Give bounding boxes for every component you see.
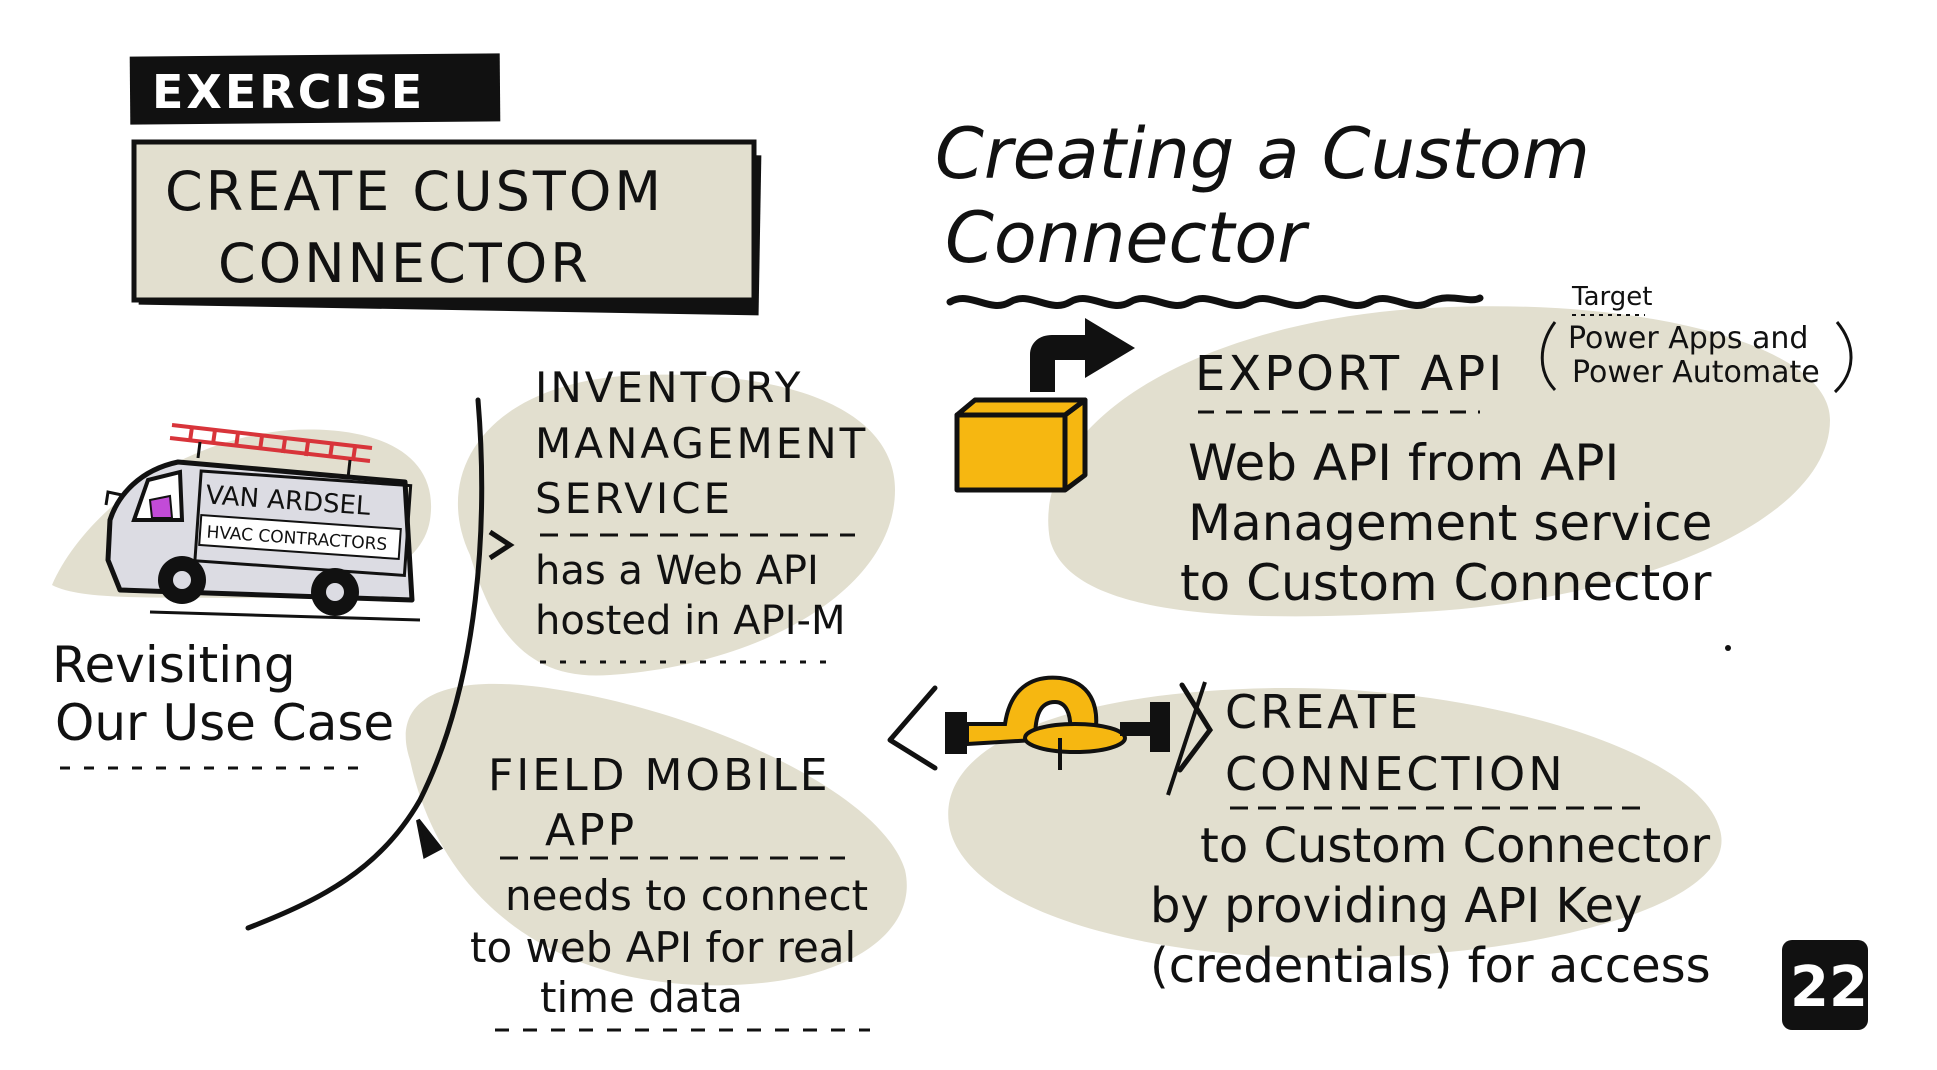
inventory-title-2: MANAGEMENT xyxy=(535,419,868,468)
inventory-section: INVENTORY MANAGEMENT SERVICE has a Web A… xyxy=(535,363,868,664)
inventory-title-1: INVENTORY xyxy=(535,363,803,412)
van-wheels xyxy=(158,556,359,616)
export-box-icon xyxy=(954,397,1088,493)
connection-desc-2: by providing API Key xyxy=(1150,878,1643,934)
inventory-blob xyxy=(457,374,895,676)
use-case-label: Revisiting Our Use Case xyxy=(52,636,394,770)
heading-squiggle xyxy=(946,294,1484,309)
branch-arrow xyxy=(245,397,515,931)
connection-title-1: CREATE xyxy=(1225,685,1421,739)
field-app-desc-2: to web API for real xyxy=(470,923,856,972)
inventory-title-3: SERVICE xyxy=(535,474,733,523)
title-box: CREATE CUSTOM CONNECTOR xyxy=(131,139,762,316)
field-app-title-2: APP xyxy=(545,805,637,856)
use-case-line-2: Our Use Case xyxy=(55,694,394,752)
ladder xyxy=(169,423,373,463)
driver-figure xyxy=(148,494,174,519)
export-arrow-icon xyxy=(1030,318,1135,392)
exercise-tag-text: EXERCISE xyxy=(152,65,425,119)
field-app-blob xyxy=(405,683,907,986)
connector-plug-icon xyxy=(887,675,1214,796)
inventory-desc-1: has a Web API xyxy=(535,548,819,594)
van-illustration: VAN ARDSEL HVAC CONTRACTORS xyxy=(104,423,421,622)
page-number-badge: 22 xyxy=(1782,940,1868,1030)
use-case-line-1: Revisiting xyxy=(52,636,296,694)
connection-blob xyxy=(948,687,1722,959)
export-desc-3: to Custom Connector xyxy=(1180,554,1712,612)
field-app-desc-3: time data xyxy=(540,973,743,1022)
field-app-desc-1: needs to connect xyxy=(505,871,868,920)
right-heading: Creating a Custom Connector xyxy=(935,113,1590,309)
target-line-2: Power Automate xyxy=(1572,355,1820,390)
title-line-1: CREATE CUSTOM xyxy=(165,160,664,223)
page-number: 22 xyxy=(1790,955,1868,1020)
export-api-section: EXPORT API Target Power Apps and Power A… xyxy=(1180,282,1853,612)
connection-desc-3: (credentials) for access xyxy=(1150,938,1711,994)
export-blob xyxy=(1048,306,1830,617)
export-desc-1: Web API from API xyxy=(1188,434,1619,492)
inventory-desc-2: hosted in API-M xyxy=(535,598,845,644)
heading-line-1: Creating a Custom xyxy=(935,113,1590,195)
arrow-head-field xyxy=(416,818,444,860)
title-line-2: CONNECTOR xyxy=(218,232,591,295)
field-app-section: FIELD MOBILE APP needs to connect to web… xyxy=(470,750,870,1032)
field-app-title-1: FIELD MOBILE xyxy=(488,750,831,801)
exercise-tag: EXERCISE xyxy=(129,53,501,125)
heading-line-2: Connector xyxy=(945,197,1310,279)
export-desc-2: Management service xyxy=(1188,494,1712,552)
arrow-head-inventory xyxy=(488,529,515,561)
background-blobs xyxy=(52,306,1830,986)
target-line-1: Power Apps and xyxy=(1568,321,1808,356)
export-api-title: EXPORT API xyxy=(1195,346,1505,402)
create-connection-section: CREATE CONNECTION to Custom Connector by… xyxy=(1150,685,1711,994)
connection-title-2: CONNECTION xyxy=(1225,747,1566,801)
connection-desc-1: to Custom Connector xyxy=(1200,818,1710,874)
target-label: Target xyxy=(1571,282,1652,312)
